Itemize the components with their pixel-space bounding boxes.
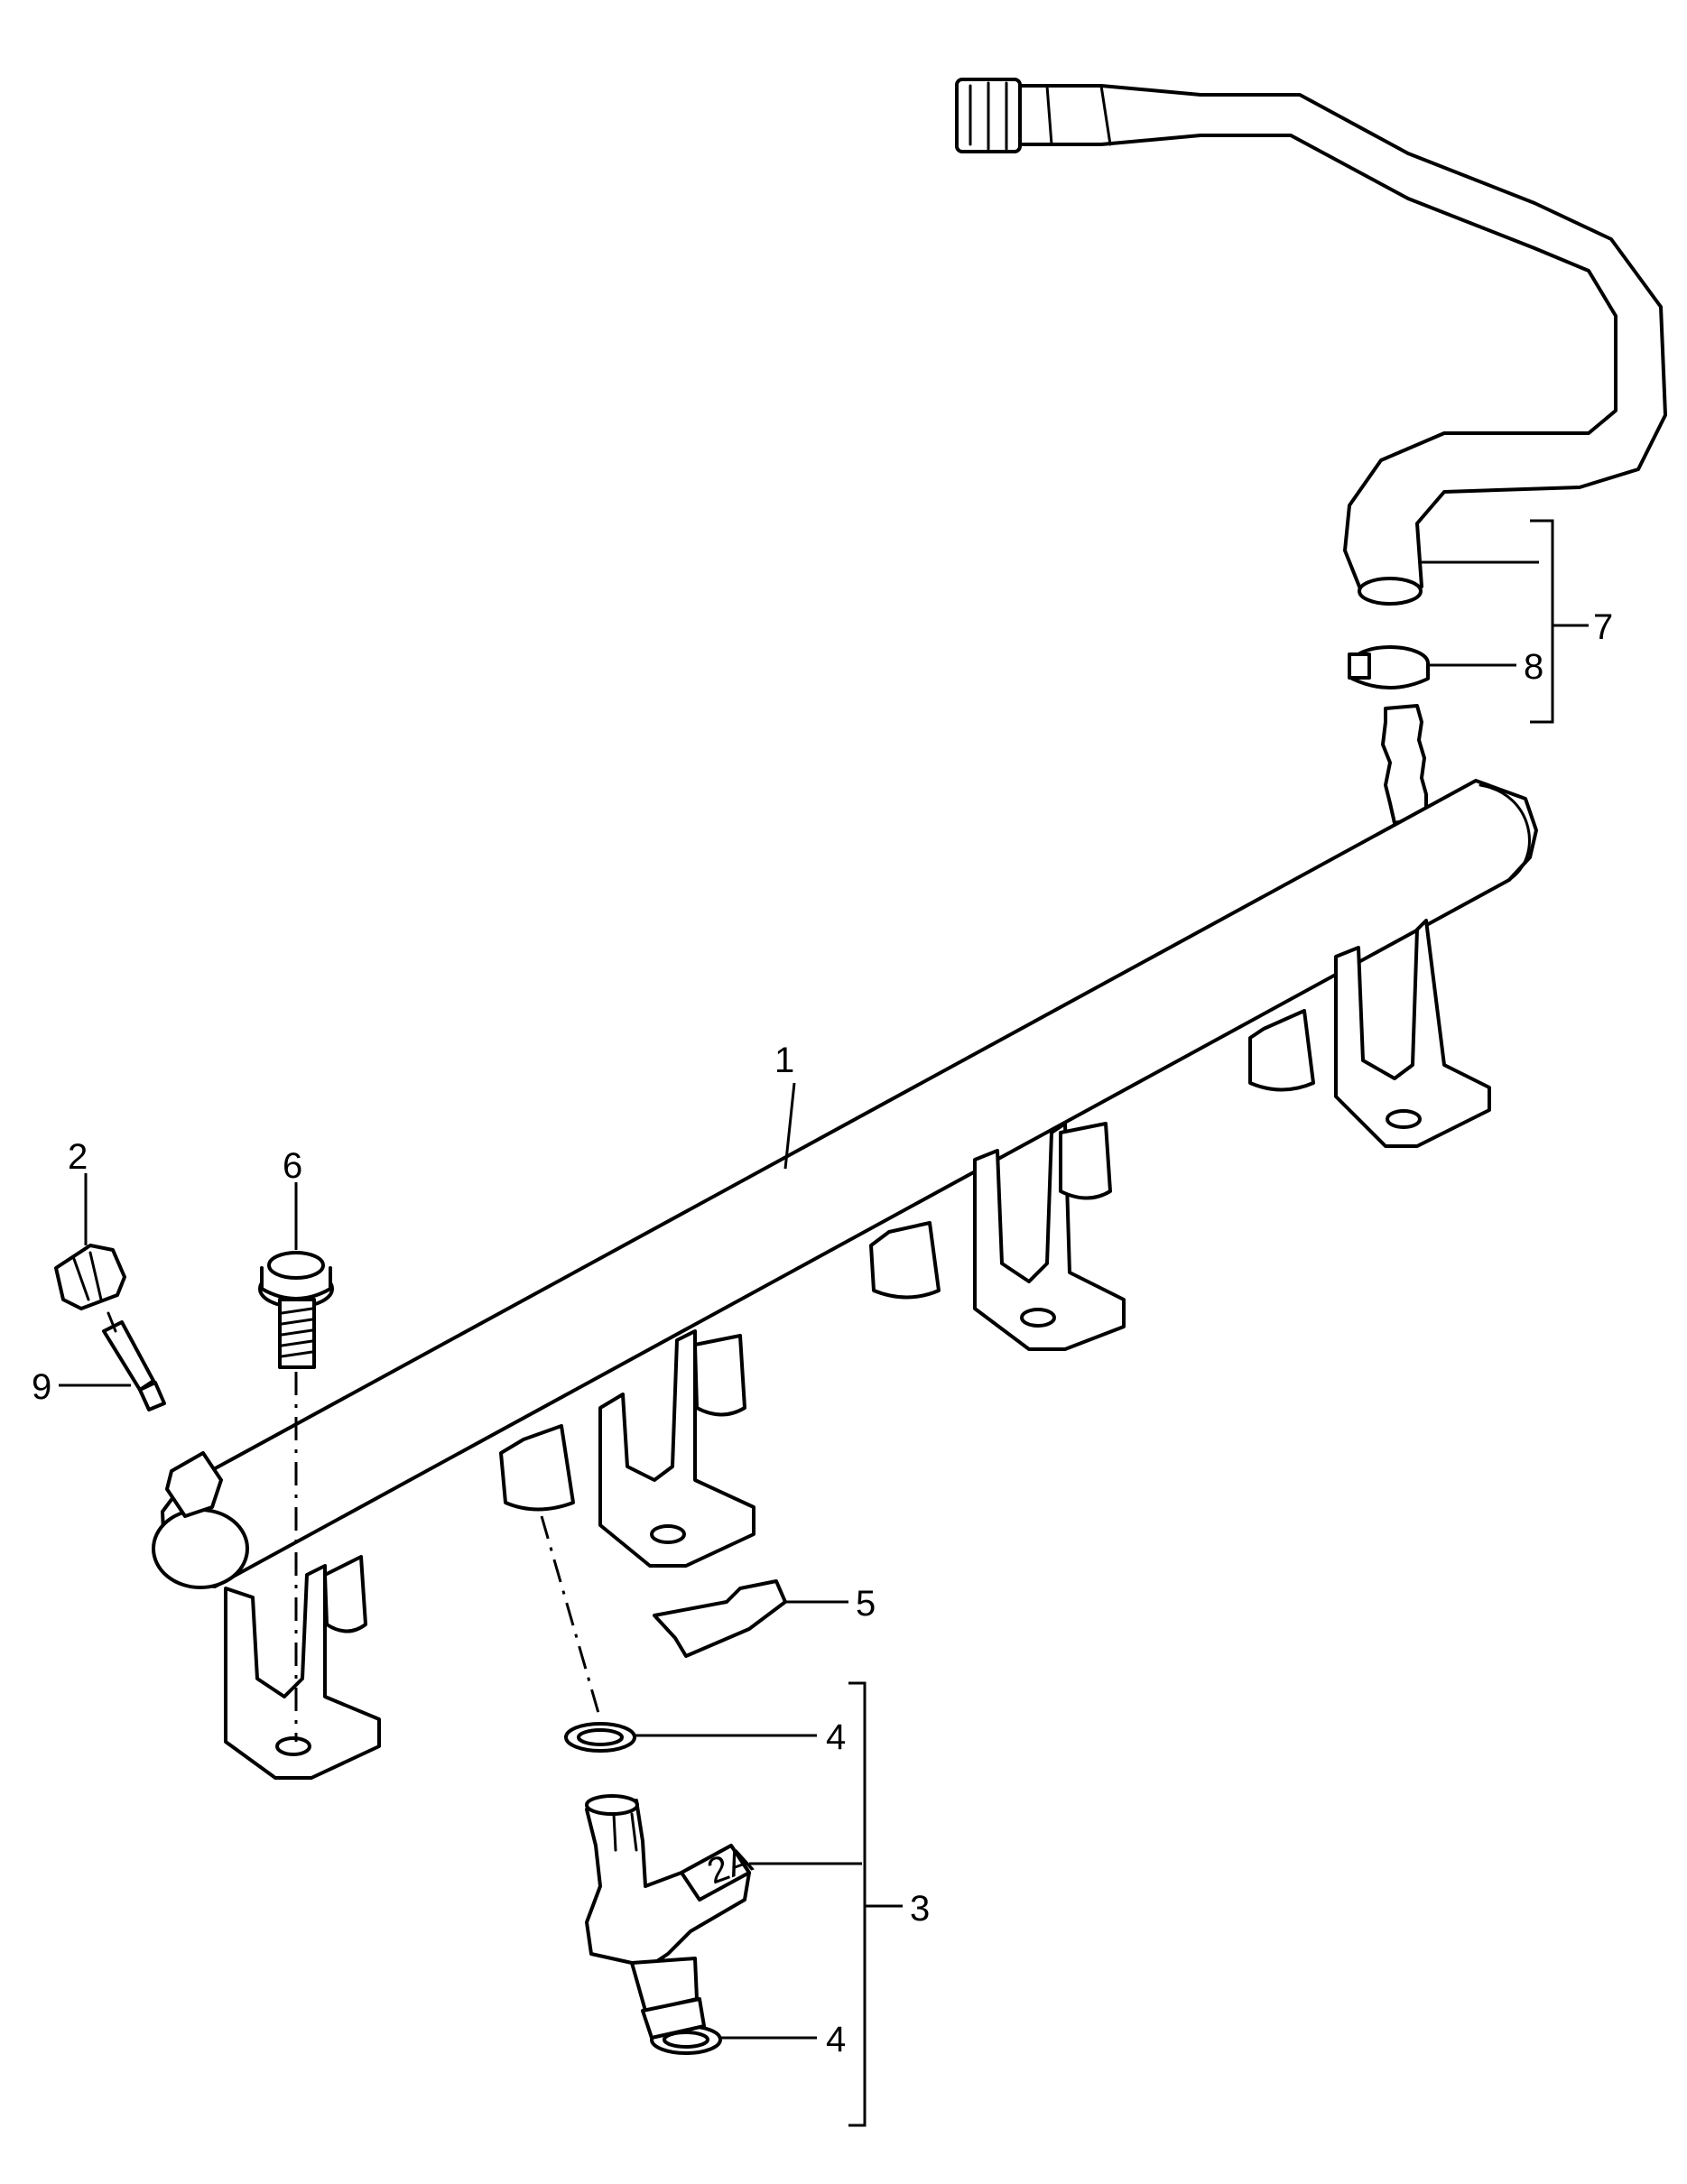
bolt [258,1182,334,1742]
fuel-hose [955,78,1667,606]
test-port-boss [165,1451,223,1518]
callout-5: 5 [856,1584,876,1624]
injector-cup [499,1424,575,1512]
callout-8: 8 [1524,647,1543,687]
callout-4-bottom: 4 [826,2020,846,2059]
callout-1: 1 [774,1041,794,1080]
callout-9: 9 [32,1367,51,1407]
fuel-injector: 2A [585,1794,862,2040]
callout-2: 2 [68,1137,88,1177]
injector-cup [869,1221,941,1300]
callout-7: 7 [1593,607,1613,647]
callout-3: 3 [910,1889,930,1929]
mounting-bracket [224,1564,381,1780]
hose-end [1358,577,1423,606]
callout-6: 6 [283,1146,302,1186]
injector-cup [693,1334,746,1417]
callout-4-top: 4 [826,1717,846,1757]
mounting-bracket [1334,919,1491,1148]
valve-cap [54,1173,126,1310]
injector-cup [1248,1009,1315,1092]
fuel-rail [152,704,1538,1780]
injector-cup [323,1555,367,1633]
injector-cup [1059,1122,1112,1200]
retaining-clip [653,1579,848,1658]
mounting-bracket [973,1122,1126,1351]
test-valve [59,1311,166,1411]
group-bracket-7 [1530,519,1589,724]
group-bracket-3 [848,1681,903,2127]
hose-clamp [1348,645,1516,689]
o-ring [540,1515,817,1753]
